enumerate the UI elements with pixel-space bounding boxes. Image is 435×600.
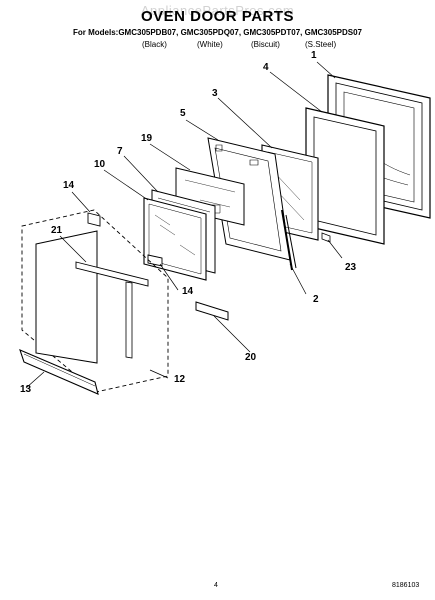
callout-13: 13 [20,384,32,395]
finish-label-white: (White) [197,40,223,49]
callout-4: 4 [263,62,269,73]
callout-14-right: 14 [182,286,194,297]
callout-23: 23 [345,262,357,273]
callout-14-left: 14 [63,180,75,191]
callout-20: 20 [245,352,257,363]
page-number: 4 [214,582,218,589]
part-4-gasket-frame [306,108,384,244]
finish-label-steel: (S.Steel) [305,40,337,49]
page-title: OVEN DOOR PARTS [140,8,295,25]
leader-lines [26,62,342,388]
callout-21: 21 [51,225,63,236]
callout-5: 5 [180,108,186,119]
finish-label-black: (Black) [142,40,167,49]
callout-19: 19 [141,133,153,144]
part-20-trim [196,302,228,320]
part-14-clip-right [148,255,162,266]
part-14-clip-left [88,213,100,226]
callout-10: 10 [94,159,106,170]
part-12-outer-door-panel [22,210,168,392]
finish-label-biscuit: (Biscuit) [251,40,280,49]
part-13-bottom-trim [20,350,98,394]
model-list: For Models:GMC305PDB07, GMC305PDQ07, GMC… [73,28,362,37]
callout-12: 12 [174,374,186,385]
document-number: 8186103 [392,582,420,589]
callout-7: 7 [117,146,123,157]
callout-2: 2 [313,294,319,305]
part-23-screw [322,233,330,242]
watermark: AppliancePartsPros.com [140,3,295,18]
callout-3: 3 [212,88,218,99]
callout-1: 1 [311,50,317,61]
